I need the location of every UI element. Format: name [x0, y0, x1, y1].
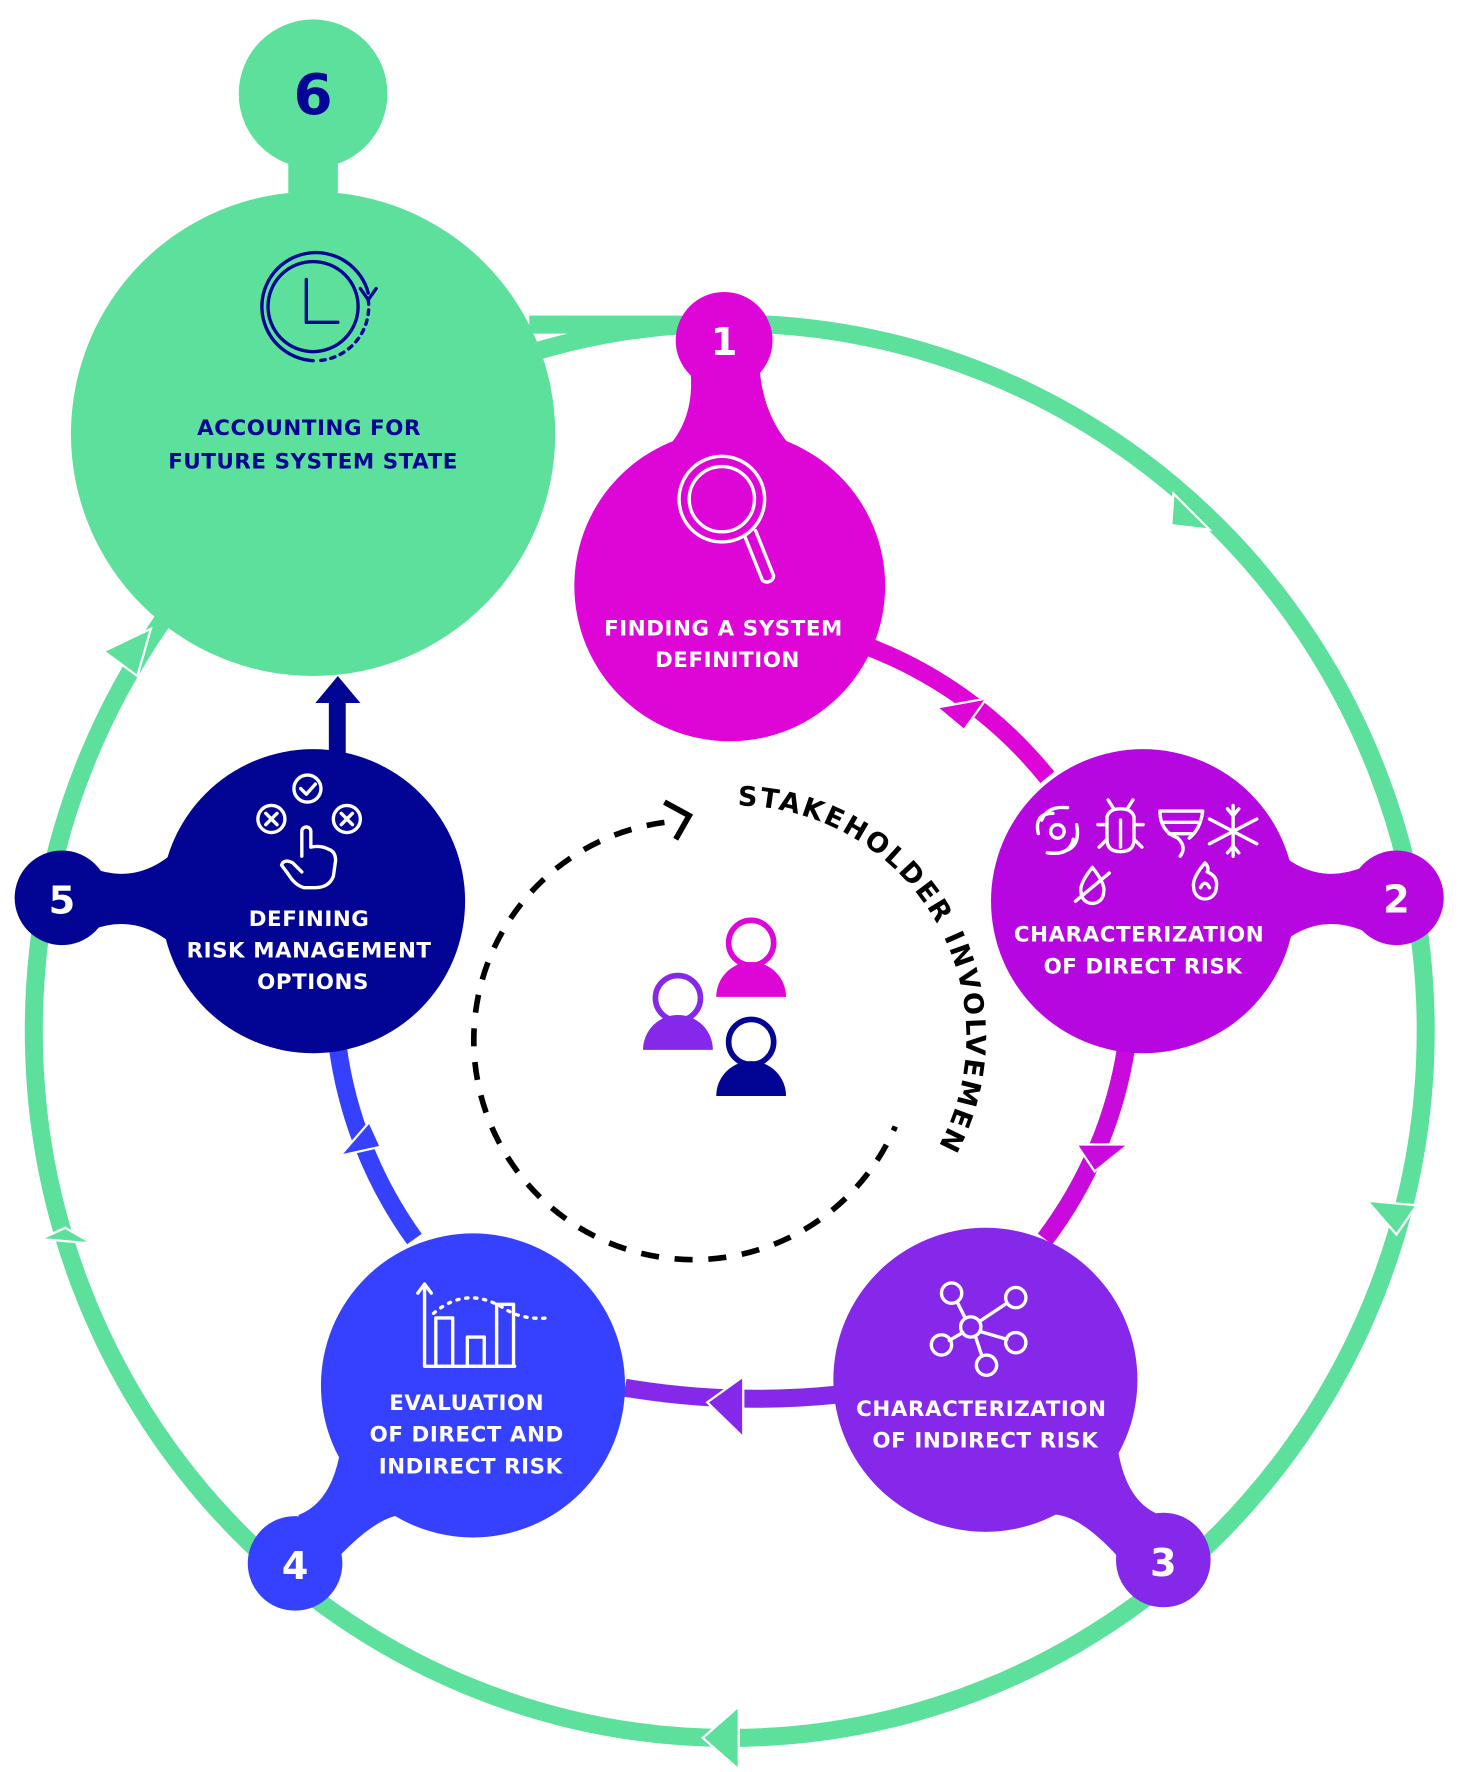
- stakeholder-arrowhead: [663, 799, 694, 841]
- inner-cycle: [315, 633, 1136, 1440]
- outer-arrow-ne: [1170, 490, 1213, 532]
- arrow-4-5: [337, 1119, 383, 1158]
- step-6-label-line-1: ACCOUNTING FOR: [197, 416, 421, 441]
- step-5-number: 5: [49, 879, 76, 924]
- stakeholder-dashed-cycle: [470, 819, 898, 1263]
- bar-chart-icon: [416, 1282, 552, 1368]
- step-2-label-line-1: CHARACTERIZATION: [1014, 923, 1264, 948]
- person-icon-purple: [643, 972, 713, 1050]
- arrow-5-6-shaft: [328, 698, 346, 755]
- step-1-neck: [664, 360, 796, 451]
- step-3-knob: [1116, 1512, 1211, 1608]
- hand-choice-icon: [256, 773, 363, 890]
- outer-arrow-w: [36, 1226, 93, 1245]
- step-1-label-line-1: FINDING A SYSTEM: [604, 616, 843, 641]
- tornado-icon: [1158, 809, 1205, 858]
- network-icon: [929, 1281, 1028, 1378]
- drought-icon: [1073, 865, 1111, 906]
- step-3-node[interactable]: 3 CHARACTERIZATION OF INDIRECT RISK: [833, 1227, 1211, 1608]
- step-2-label: CHARACTERIZATION OF DIRECT RISK: [1014, 923, 1272, 980]
- step-5-body: [161, 749, 466, 1054]
- step-4-label: EVALUATION OF DIRECT AND INDIRECT RISK: [370, 1391, 572, 1479]
- step-4-label-line-1: EVALUATION: [389, 1391, 544, 1416]
- step-1-node[interactable]: 1 FINDING A SYSTEM DEFINITION: [574, 291, 886, 742]
- person-icon-magenta: [716, 917, 787, 997]
- step-3-body: [833, 1227, 1138, 1532]
- person-icon-navy: [716, 1016, 787, 1097]
- clock-cycle-icon: [260, 250, 378, 363]
- step-6-number: 6: [293, 63, 332, 128]
- arrow-5-6-head: [315, 675, 361, 703]
- outer-arrow-nw: [101, 626, 153, 678]
- people-group-icon: [643, 917, 787, 1097]
- arrow-1-2: [934, 696, 990, 732]
- fire-icon: [1191, 861, 1219, 901]
- step-3-label: CHARACTERIZATION OF INDIRECT RISK: [856, 1397, 1114, 1454]
- segment-1-2: [852, 633, 1055, 783]
- step-1-label-line-2: DEFINITION: [655, 648, 800, 673]
- step-3-label-line-2: OF INDIRECT RISK: [872, 1428, 1099, 1453]
- step-4-node[interactable]: 4 EVALUATION OF DIRECT AND INDIRECT RISK: [247, 1233, 626, 1611]
- arrow-2-3: [1074, 1143, 1132, 1174]
- step-6-body: [70, 191, 556, 676]
- step-4-body: [320, 1233, 626, 1538]
- step-6-node[interactable]: 6 ACCOUNTING FOR FUTURE SYSTEM STATE: [70, 19, 556, 676]
- step-5-label-line-1: DEFINING: [249, 907, 370, 932]
- step-5-label-line-2: RISK MANAGEMENT: [187, 939, 432, 964]
- step-5-knob: [14, 850, 110, 946]
- step-5-label: DEFINING RISK MANAGEMENT OPTIONS: [187, 907, 440, 995]
- step-1-number: 1: [711, 320, 738, 365]
- arrow-3-4: [705, 1374, 745, 1440]
- step-6-label: ACCOUNTING FOR FUTURE SYSTEM STATE: [168, 416, 458, 475]
- outer-arrow-e: [1364, 1199, 1419, 1237]
- step-2-label-line-2: OF DIRECT RISK: [1044, 954, 1244, 979]
- step-1-body: [574, 430, 886, 742]
- snowflake-icon: [1207, 803, 1259, 858]
- bug-icon: [1096, 798, 1145, 854]
- step-6-knob: [238, 19, 388, 169]
- step-2-body: [991, 749, 1296, 1054]
- step-4-knob: [247, 1516, 343, 1611]
- step-5-node[interactable]: 5 DEFINING RISK MANAGEMENT OPTIONS: [14, 749, 466, 1054]
- step-2-number: 2: [1383, 877, 1410, 922]
- step-6-label-line-2: FUTURE SYSTEM STATE: [168, 450, 458, 475]
- step-1-label: FINDING A SYSTEM DEFINITION: [604, 616, 851, 673]
- outer-arrow-s: [701, 1703, 740, 1772]
- step-4-label-line-2: OF DIRECT AND: [370, 1423, 564, 1448]
- step-2-node[interactable]: 2 CHARACTERIZATION OF DIRECT RISK: [991, 749, 1444, 1054]
- step-3-label-line-1: CHARACTERIZATION: [856, 1397, 1106, 1422]
- step-4-label-line-3: INDIRECT RISK: [379, 1454, 564, 1479]
- magnifier-icon: [677, 454, 776, 584]
- step-3-number: 3: [1150, 1541, 1177, 1586]
- hurricane-icon: [1035, 805, 1080, 855]
- connector-6-ring: [529, 315, 687, 334]
- step-2-knob: [1349, 850, 1444, 946]
- step-4-number: 4: [282, 1544, 309, 1589]
- step-5-label-line-3: OPTIONS: [257, 970, 369, 995]
